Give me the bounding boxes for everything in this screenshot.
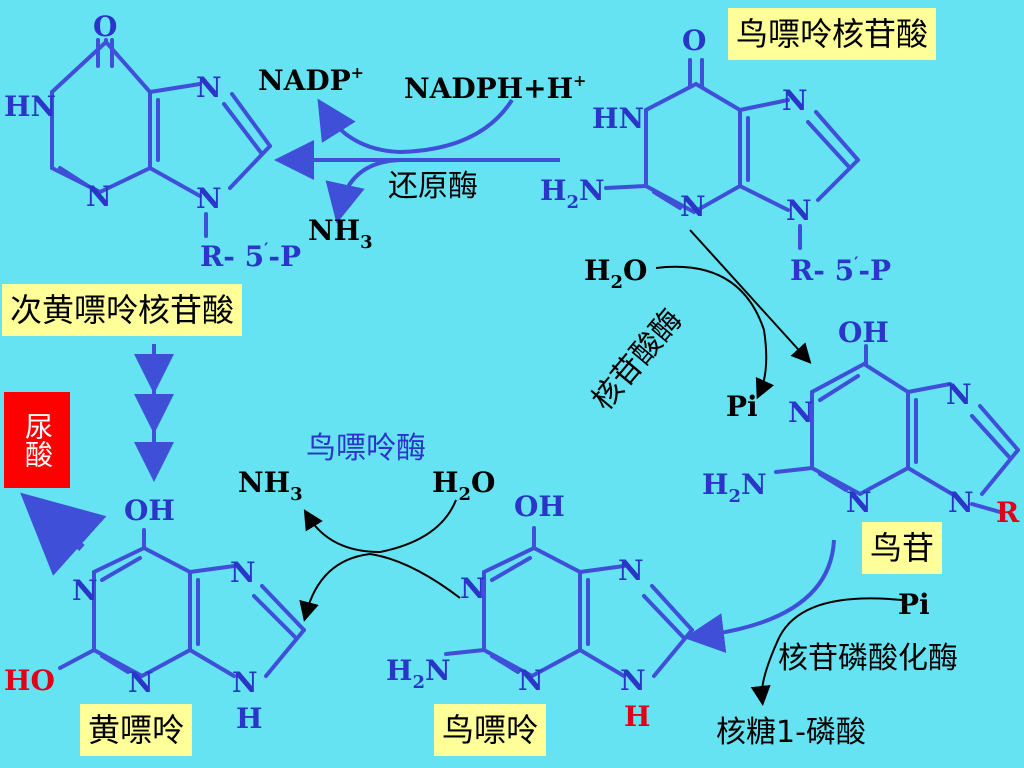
nadp-label: NADP+ [258,63,364,97]
reductase-label: 还原酶 [388,169,478,204]
water-to-nh3-arrow [303,499,457,554]
nh3-label-bottom: NH3 [238,466,303,505]
imp-n7-label: N [196,71,222,104]
guanine-n3-label: N [518,664,544,697]
imp-r5p-label: R- 5′-P [200,239,301,273]
guanosine-n1-label: N [788,396,814,429]
xanthine-n1-label: N [72,574,98,607]
pi-label-lower: Pi [898,588,930,621]
guanosine-name-box: 鸟苷 [862,522,943,574]
pi-label-upper: Pi [726,390,758,423]
guanosine-n3-label: N [846,486,872,519]
pi-to-ribose1p-arrow [750,597,903,706]
gmp-n3-label: N [680,190,706,223]
imp-n3-label: N [86,180,112,213]
imp-o-label: O [93,10,117,43]
guanine-h2n-label: H2N [386,654,451,693]
uric-acid-box: 尿酸 [4,392,70,488]
gmp-to-guanosine-arrow [689,229,812,364]
phosphorylase-label: 核苷磷酸化酶 [778,641,958,676]
guanine-h-label: H [624,700,650,733]
gmp-name-box: 鸟嘌呤核苷酸 [728,8,937,60]
imp-name-box: 次黄嘌呤核苷酸 [2,284,243,336]
xanthine-name-box: 黄嘌呤 [80,704,193,756]
xanthine-oh-label: OH [124,494,175,527]
xanthine-n3-label: N [128,666,154,699]
guanine-n9-label: N [620,664,646,697]
guanine-structure: OH N N H2N N N H [386,490,694,733]
xanthine-h-label: H [236,702,262,735]
guanine-name-box: 鸟嘌呤 [434,704,547,756]
imp-structure: O HN N N N R- 5′-P [4,10,301,273]
xanthine-structure: OH N N N N H HO [4,494,306,735]
imp-hn-label: HN [4,90,56,123]
guanosine-h2n-label: H2N [702,468,767,507]
xanthine-n7-label: N [230,556,256,589]
guanase-label: 鸟嘌呤酶 [306,431,426,466]
gmp-structure: O HN N H2N N N R- 5′-P [540,24,891,287]
guanosine-oh-label: OH [838,316,889,349]
nh3-release-arrow [325,158,401,224]
ribose1p-label: 核糖1-磷酸 [716,715,866,750]
xanthine-n9-label: N [232,666,258,699]
guanine-oh-label: OH [514,490,565,523]
xanthine-to-uric-arrow [20,492,107,576]
guanosine-n9-label: N [948,486,974,519]
gmp-n9-label: N [786,194,812,227]
gmp-o-label: O [682,24,706,57]
xanthine-ho-label: HO [4,664,55,697]
guanosine-structure: OH N N H2N N N R [702,316,1020,529]
guanine-n7-label: N [618,554,644,587]
gmp-r5p-label: R- 5′-P [790,253,891,287]
nucleotidase-label: 核苷酸酶 [585,303,689,417]
imp-n9-label: N [196,182,222,215]
gmp-h2n-label: H2N [540,174,605,213]
guanosine-n7-label: N [946,378,972,411]
guanosine-r-label: R [996,496,1020,529]
nadph-to-nadp-arrow [317,98,514,155]
nh3-label-top: NH3 [308,214,373,253]
h2o-label-bottom: H2O [432,466,495,505]
guanine-n1-label: N [460,572,486,605]
guanosine-to-guanine-arrow [684,539,836,653]
gmp-hn-label: HN [592,102,644,135]
gmp-n7-label: N [782,84,808,117]
nadph-label: NADPH+H+ [404,71,586,105]
guanine-to-xanthine-arrow [299,552,461,622]
water-pi-arrow [655,265,775,400]
h2o-label-right: H2O [584,254,647,293]
